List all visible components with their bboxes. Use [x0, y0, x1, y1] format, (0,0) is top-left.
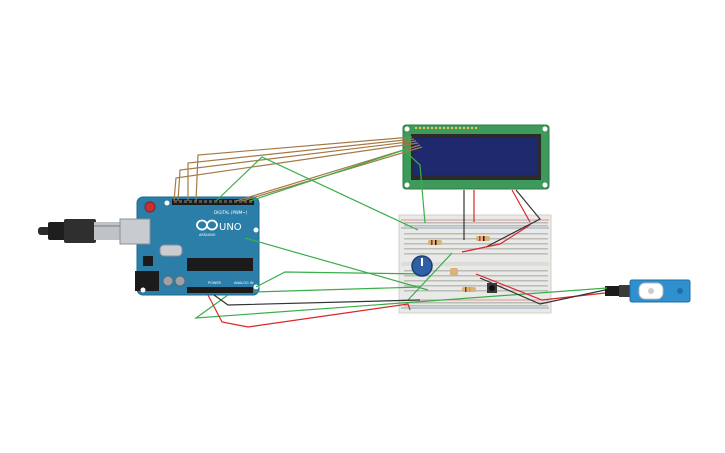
servo-motor-icon[interactable]	[605, 279, 691, 303]
potentiometer-icon[interactable]	[411, 255, 433, 277]
arduino-uno-board[interactable]: DIGITAL (PWM~) UNO ARDUINO POWER ANALOG …	[119, 196, 260, 296]
lcd-screen	[414, 138, 538, 175]
power-analog-header[interactable]	[187, 287, 253, 293]
digital-label: DIGITAL (PWM~)	[214, 210, 248, 215]
atmega-chip	[187, 258, 253, 271]
lcd-16x2-icon[interactable]	[402, 124, 550, 190]
power-label: POWER	[208, 281, 222, 285]
pushbutton-icon[interactable]	[487, 283, 497, 293]
resistor-icon[interactable]	[428, 240, 442, 245]
digital-header[interactable]	[172, 199, 254, 205]
arduino-logo-icon	[196, 219, 218, 231]
resistor-icon[interactable]	[476, 236, 490, 241]
arduino-brand: ARDUINO	[199, 233, 216, 237]
analog-label: ANALOG IN	[234, 281, 254, 285]
resistor-icon[interactable]	[450, 268, 458, 276]
arduino-model: UNO	[219, 222, 242, 233]
lcd-data-wires[interactable]	[173, 136, 423, 202]
reset-button[interactable]	[144, 201, 156, 213]
power-wires[interactable]	[207, 189, 606, 328]
resistor-icon[interactable]	[462, 287, 476, 292]
usb-cable-icon[interactable]	[38, 219, 124, 243]
green-wires[interactable]	[193, 149, 608, 319]
